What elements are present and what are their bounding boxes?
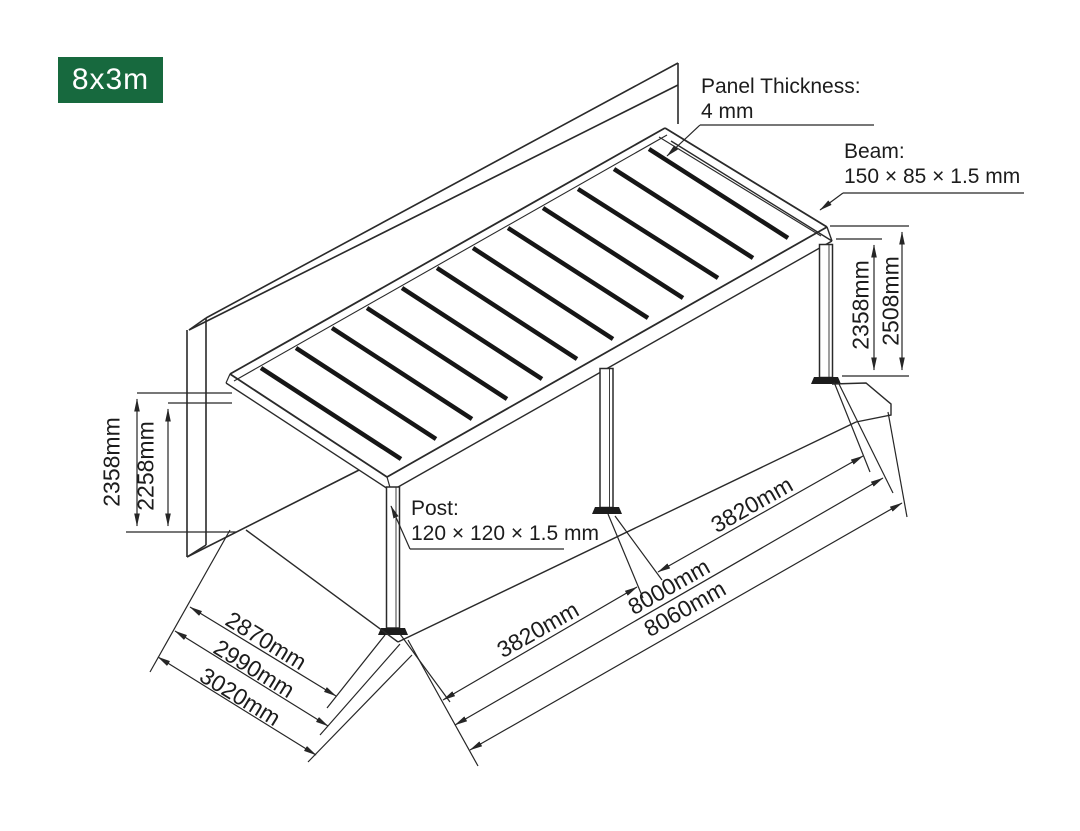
dim-left-height-beam: 2258mm: [132, 421, 159, 511]
post-title: Post:: [411, 497, 459, 520]
post-value: 120 × 120 × 1.5 mm: [411, 522, 599, 545]
roof: [225, 127, 833, 492]
wall: [186, 62, 679, 558]
posts: [378, 243, 841, 635]
roof-slats: [259, 147, 790, 461]
roof-edges: [225, 127, 833, 492]
beam-title: Beam:: [844, 140, 905, 163]
dim-right-height-post: 2358mm: [847, 260, 874, 350]
post-left-base: [378, 628, 408, 635]
size-badge-label: 8x3m: [71, 63, 150, 96]
size-badge: 8x3m: [58, 57, 163, 103]
post-callout: Post: 120 × 120 × 1.5 mm: [411, 496, 599, 546]
post-right-base: [811, 377, 841, 384]
dim-right-height-total: 2508mm: [877, 256, 904, 346]
panel-thickness-value: 4 mm: [701, 100, 754, 123]
beam-value: 150 × 85 × 1.5 mm: [844, 165, 1021, 188]
panel-thickness-title: Panel Thickness:: [701, 75, 861, 98]
roof-silhouette: [226, 128, 832, 491]
leader-lines: [390, 124, 1024, 550]
post-middle: [592, 367, 622, 514]
post-right: [811, 243, 841, 384]
dimension-lines: [134, 231, 905, 756]
beam-callout: Beam: 150 × 85 × 1.5 mm: [844, 139, 1020, 189]
panel-thickness-callout: Panel Thickness: 4 mm: [701, 74, 861, 124]
dim-left-height-panel: 2358mm: [98, 417, 125, 507]
